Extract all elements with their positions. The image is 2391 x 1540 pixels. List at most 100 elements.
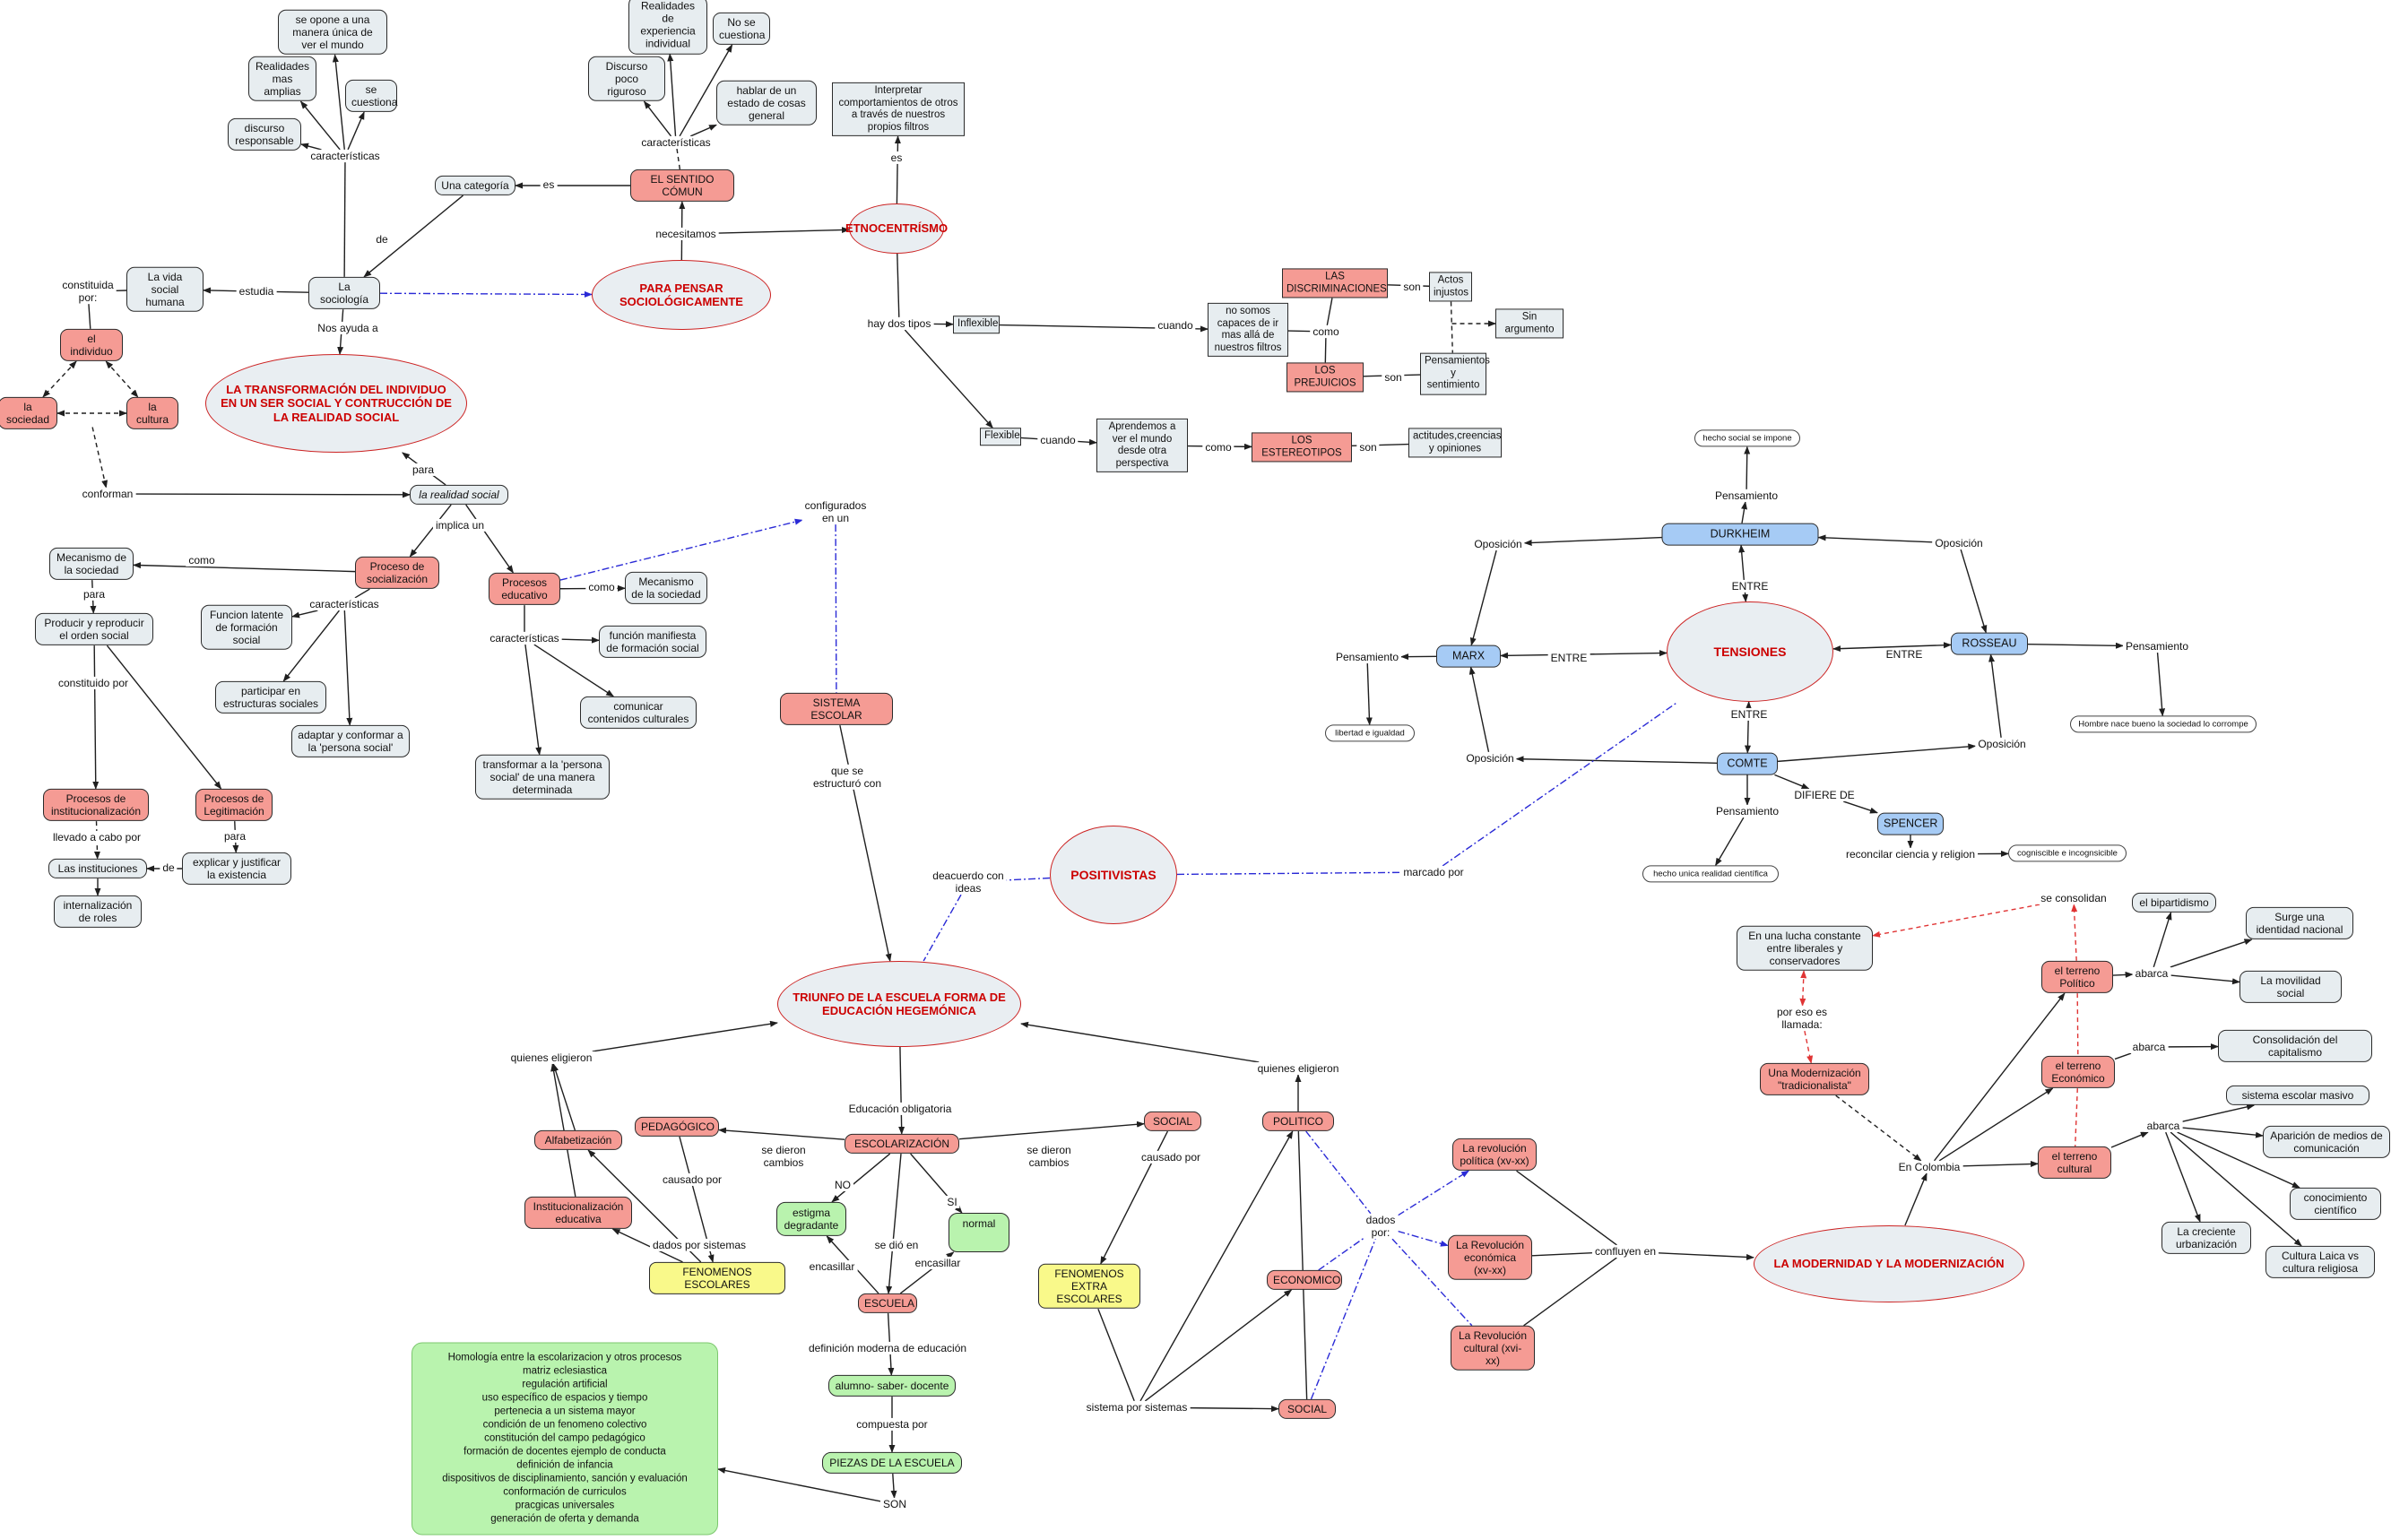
n-durkheim[interactable]: DURKHEIM	[1661, 523, 1819, 546]
n-positivistas[interactable]: POSITIVISTAS	[1050, 826, 1177, 924]
l-es-1[interactable]: es	[540, 177, 558, 192]
n-explicar[interactable]: explicar y justificar la existencia	[182, 852, 291, 886]
l-cuando-1[interactable]: cuando	[1155, 318, 1196, 333]
n-piezas[interactable]: PIEZAS DE LA ESCUELA	[822, 1451, 962, 1475]
n-alumno[interactable]: alumno- saber- docente	[828, 1374, 956, 1397]
n-proc-legit[interactable]: Procesos de Legitimación	[195, 788, 273, 822]
n-comunicar[interactable]: comunicar contenidos culturales	[580, 696, 697, 730]
n-terreno-cul[interactable]: el terreno cultural	[2038, 1146, 2111, 1180]
n-etnocentrismo[interactable]: ETNOCENTRÍSMO	[845, 203, 948, 254]
l-constituido[interactable]: constituido por	[55, 676, 132, 690]
l-se-dieron-l[interactable]: se dieron cambios	[758, 1143, 809, 1170]
n-social-b[interactable]: SOCIAL	[1278, 1398, 1336, 1420]
l-estudia[interactable]: estudia	[236, 284, 277, 298]
n-sin-argumento[interactable]: Sin argumento	[1495, 308, 1564, 339]
n-rev-economica[interactable]: La Revolución económica (xv-xx)	[1448, 1234, 1532, 1281]
n-cogniscible[interactable]: cogniscible e incognsicible	[2008, 844, 2127, 862]
n-individuo[interactable]: el individuo	[60, 328, 123, 362]
n-terreno-eco[interactable]: el terreno Económico	[2041, 1055, 2115, 1089]
l-entre-t[interactable]: ENTRE	[1728, 579, 1772, 593]
n-modernizacion-trad[interactable]: Una Modernización "tradicionalista"	[1760, 1062, 1869, 1096]
n-inflexible[interactable]: Inflexible	[953, 316, 1000, 333]
l-abarca-2[interactable]: abarca	[2129, 1040, 2169, 1054]
n-discurso-resp[interactable]: discurso responsable	[228, 117, 301, 151]
l-son-3[interactable]: son	[1356, 440, 1380, 454]
l-entre-r[interactable]: ENTRE	[1883, 647, 1926, 662]
n-modernidad[interactable]: LA MODERNIDAD Y LA MODERNIZACIÓN	[1754, 1225, 2024, 1302]
l-quienes-l[interactable]: quienes eligieron	[507, 1051, 595, 1065]
n-aprendemos[interactable]: Aprendemos a ver el mundo desde otra per…	[1096, 418, 1188, 473]
l-caracteristicas-1[interactable]: características	[308, 149, 383, 163]
n-hablar-estado[interactable]: hablar de un estado de cosas general	[716, 80, 817, 126]
l-cuando-2[interactable]: cuando	[1037, 433, 1079, 447]
l-abarca-3[interactable]: abarca	[2144, 1119, 2183, 1133]
n-escolarizacion[interactable]: ESCOLARIZACIÓN	[845, 1133, 959, 1155]
l-es-2[interactable]: es	[888, 151, 905, 165]
n-escuela[interactable]: ESCUELA	[858, 1293, 917, 1314]
l-de-2[interactable]: de	[160, 861, 178, 875]
l-se-consolidan[interactable]: se consolidan	[2038, 891, 2109, 905]
l-caracteristicas-2[interactable]: características	[638, 135, 714, 150]
n-estigma[interactable]: estigma degradante	[776, 1201, 846, 1237]
n-normal[interactable]: normal	[949, 1213, 1009, 1252]
n-hombre-nace[interactable]: Hombre nace bueno la sociedad lo corromp…	[2070, 715, 2257, 733]
n-no-somos[interactable]: no somos capaces de ir mas allá de nuest…	[1208, 302, 1288, 358]
n-inst-edu[interactable]: Institucionalización educativa	[524, 1196, 632, 1230]
l-quienes-r[interactable]: quienes eligieron	[1254, 1061, 1342, 1076]
l-se-dio[interactable]: se dió en	[871, 1238, 922, 1252]
n-marx[interactable]: MARX	[1436, 645, 1501, 668]
l-encasillar-1[interactable]: encasillar	[806, 1259, 858, 1274]
n-homologia[interactable]: Homología entre la escolarizacion y otro…	[411, 1342, 718, 1536]
l-causado-1[interactable]: causado por	[659, 1172, 725, 1187]
l-no[interactable]: NO	[832, 1178, 853, 1192]
l-deacuerdo[interactable]: deacuerdo con ideas	[930, 869, 1007, 895]
l-dados-sistemas[interactable]: dados por sistemas	[649, 1238, 749, 1252]
n-consolidacion[interactable]: Consolidación del capitalismo	[2218, 1029, 2372, 1063]
n-se-cuestiona[interactable]: se cuestiona	[345, 79, 397, 113]
n-actos[interactable]: Actos injustos	[1429, 272, 1472, 302]
n-fen-extra[interactable]: FENOMENOS EXTRA ESCOLARES	[1038, 1263, 1140, 1310]
n-funcion-latente[interactable]: Funcion latente de formación social	[201, 604, 292, 651]
l-nos-ayuda[interactable]: Nos ayuda a	[315, 321, 381, 335]
n-internalizacion[interactable]: internalización de roles	[54, 895, 142, 929]
n-urbanizacion[interactable]: La creciente urbanización	[2161, 1221, 2251, 1255]
l-implica[interactable]: implica un	[432, 518, 488, 532]
n-terreno-pol[interactable]: el terreno Político	[2041, 960, 2113, 994]
l-abarca-1[interactable]: abarca	[2132, 966, 2171, 981]
n-sociologia[interactable]: La sociología	[308, 276, 380, 310]
l-para-0[interactable]: para	[409, 463, 437, 477]
n-interpretar[interactable]: Interpretar comportamientos de otros a t…	[832, 82, 965, 137]
n-pensamientos-sent[interactable]: Pensamientos y sentimiento	[1420, 352, 1490, 395]
n-economico[interactable]: ECONOMICO	[1267, 1269, 1342, 1291]
n-fen-escolares[interactable]: FENOMENOS ESCOLARES	[649, 1261, 785, 1295]
l-que-se[interactable]: que se estructuró con	[810, 764, 885, 791]
n-para-pensar[interactable]: PARA PENSAR SOCIOLÓGICAMENTE	[592, 260, 771, 330]
n-hecho-social[interactable]: hecho social se impone	[1694, 429, 1800, 447]
l-definicion[interactable]: definición moderna de educación	[805, 1341, 970, 1355]
n-prejuicios[interactable]: LOS PREJUICIOS	[1286, 362, 1364, 393]
n-flexible[interactable]: Flexible	[980, 428, 1021, 446]
l-son-2[interactable]: son	[1382, 370, 1405, 385]
n-discriminaciones[interactable]: LAS DISCRIMINACIONES	[1282, 268, 1388, 298]
l-constituida[interactable]: constituida por:	[59, 278, 117, 305]
l-oposicion-tl[interactable]: Oposición	[1471, 537, 1525, 551]
l-necesitamos[interactable]: necesitamos	[653, 227, 719, 241]
n-bipartidismo[interactable]: el bipartidismo	[2132, 892, 2216, 913]
n-rosseau[interactable]: ROSSEAU	[1951, 632, 2028, 655]
n-triunfo[interactable]: TRIUNFO DE LA ESCUELA FORMA DE EDUCACIÓN…	[777, 961, 1021, 1047]
n-proceso-soc[interactable]: Proceso de socialización	[355, 556, 439, 590]
l-pensamiento-1[interactable]: Pensamiento	[1711, 489, 1781, 503]
n-estereotipos[interactable]: LOS ESTEREOTIPOS	[1252, 432, 1352, 463]
n-realidades-amplias[interactable]: Realidades mas amplias	[248, 56, 316, 102]
n-opone[interactable]: se opone a una manera única de ver el mu…	[278, 9, 387, 56]
l-pensamiento-2[interactable]: Pensamiento	[1332, 650, 1402, 664]
l-conforman[interactable]: conforman	[79, 487, 136, 501]
l-caracteristicas-3[interactable]: características	[307, 597, 382, 611]
l-en-colombia[interactable]: En Colombia	[1895, 1160, 1963, 1174]
n-libertad[interactable]: libertad e igualdad	[1325, 724, 1415, 742]
l-caracteristicas-4[interactable]: características	[487, 631, 562, 645]
n-realidades-exp[interactable]: Realidades de experiencia individual	[628, 0, 707, 55]
l-reconcilar[interactable]: reconcilar ciencia y religion	[1842, 847, 1979, 861]
l-compuesta[interactable]: compuesta por	[853, 1417, 931, 1432]
l-de-1[interactable]: de	[373, 232, 391, 247]
